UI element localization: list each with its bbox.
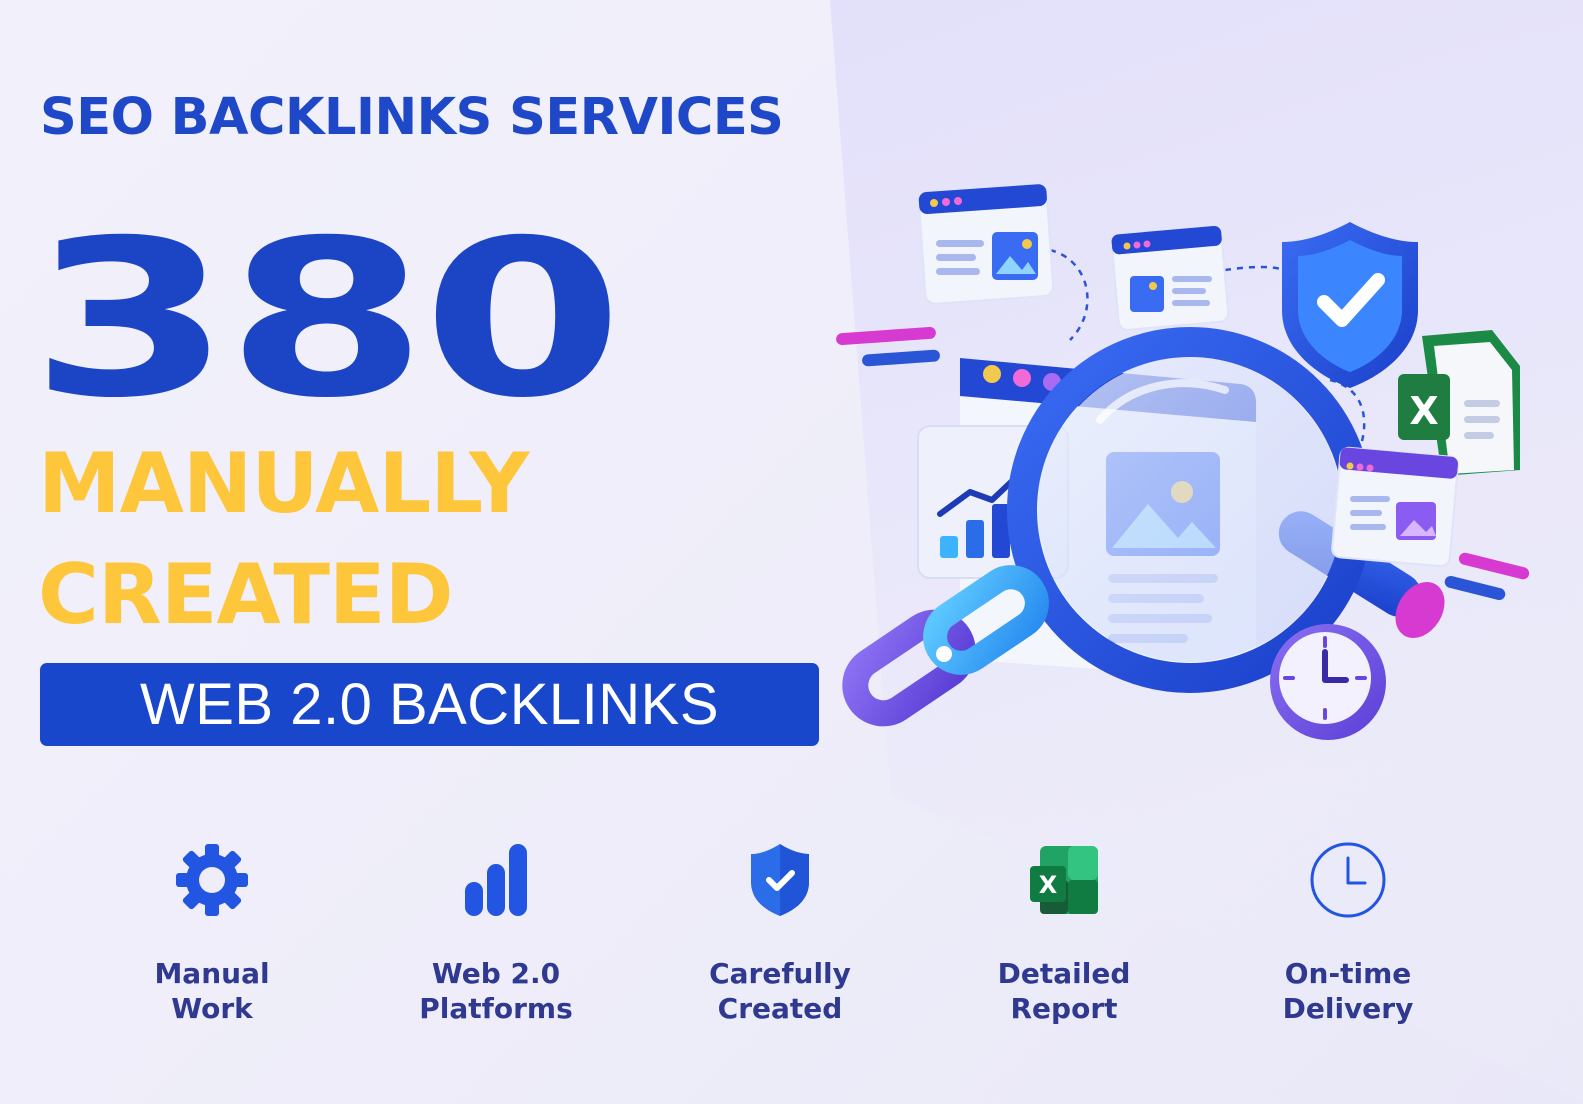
feature-detailed-report: X Detailed Report bbox=[944, 840, 1184, 1026]
svg-text:X: X bbox=[1409, 389, 1438, 433]
service-ribbon: WEB 2.0 BACKLINKS bbox=[40, 663, 819, 746]
backlink-count: 380 bbox=[30, 194, 623, 445]
feature-label-line-2: Work bbox=[171, 992, 253, 1025]
feature-label-line-2: Report bbox=[1010, 992, 1118, 1025]
feature-label-line-1: Carefully bbox=[709, 957, 851, 990]
feature-label-line-2: Platforms bbox=[419, 992, 573, 1025]
seo-illustration: X bbox=[836, 183, 1530, 740]
feature-label-line-1: Detailed bbox=[997, 957, 1131, 990]
headline-line-1: MANUALLY bbox=[38, 435, 529, 532]
feature-label-line-1: On-time bbox=[1284, 957, 1412, 990]
chain-link-icon bbox=[842, 565, 1049, 727]
shield-check-icon bbox=[1282, 222, 1418, 388]
page-title: SEO BACKLINKS SERVICES bbox=[40, 88, 784, 147]
feature-label-line-2: Delivery bbox=[1282, 992, 1414, 1025]
feature-label-line-1: Manual bbox=[154, 957, 270, 990]
headline-line-2: CREATED bbox=[38, 546, 454, 643]
feature-label-line-1: Web 2.0 bbox=[431, 957, 561, 990]
feature-manual-work: Manual Work bbox=[92, 840, 332, 1026]
feature-web-platforms: Web 2.0 Platforms bbox=[376, 840, 616, 1026]
shield-check-icon bbox=[740, 840, 820, 920]
svg-text:X: X bbox=[1039, 871, 1058, 899]
excel-icon: X bbox=[1024, 840, 1104, 920]
clock-icon bbox=[1308, 840, 1388, 920]
clock-icon bbox=[1270, 624, 1386, 740]
feature-label-line-2: Created bbox=[717, 992, 843, 1025]
browser-window-icon bbox=[1110, 225, 1230, 331]
browser-window-icon bbox=[917, 183, 1055, 305]
excel-file-icon: X bbox=[1398, 330, 1520, 476]
magnifier-icon bbox=[1007, 327, 1445, 693]
browser-window-icon bbox=[1331, 446, 1459, 568]
bar-chart-icon bbox=[456, 840, 536, 920]
gear-icon bbox=[172, 840, 252, 920]
feature-on-time-delivery: On-time Delivery bbox=[1228, 840, 1468, 1026]
feature-carefully-created: Carefully Created bbox=[660, 840, 900, 1026]
service-ribbon-label: WEB 2.0 BACKLINKS bbox=[139, 672, 720, 737]
